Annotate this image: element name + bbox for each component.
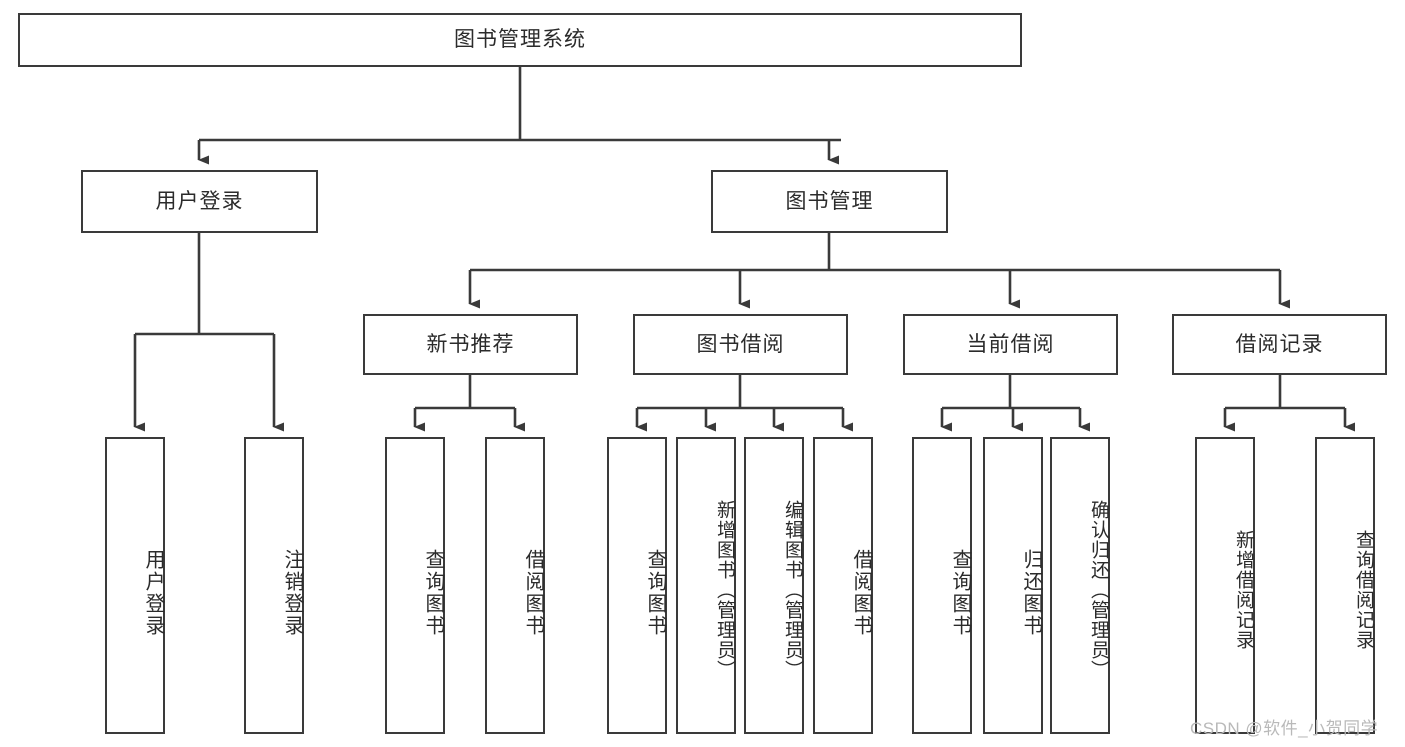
- leaf-query-book-current[interactable]: 查询图书: [912, 437, 972, 734]
- leaf-query-book-recommend[interactable]: 查询图书: [385, 437, 445, 734]
- node-new-book-recommend[interactable]: 新书推荐: [363, 314, 578, 375]
- leaf-borrow-book[interactable]: 借阅图书: [813, 437, 873, 734]
- leaf-borrow-book-recommend[interactable]: 借阅图书: [485, 437, 545, 734]
- leaf-add-borrow-record[interactable]: 新增借阅记录: [1195, 437, 1255, 734]
- node-book-management[interactable]: 图书管理: [711, 170, 948, 233]
- node-current-borrow[interactable]: 当前借阅: [903, 314, 1118, 375]
- leaf-user-login[interactable]: 用户登录: [105, 437, 165, 734]
- leaf-confirm-return-admin[interactable]: 确认归还（管理员）: [1050, 437, 1110, 734]
- leaf-query-book-borrow[interactable]: 查询图书: [607, 437, 667, 734]
- watermark-credit: CSDN @软件_小贺同学: [1190, 719, 1379, 738]
- leaf-logout[interactable]: 注销登录: [244, 437, 304, 734]
- leaf-edit-book-admin[interactable]: 编辑图书（管理员）: [744, 437, 804, 734]
- leaf-return-book[interactable]: 归还图书: [983, 437, 1043, 734]
- leaf-add-book-admin[interactable]: 新增图书（管理员）: [676, 437, 736, 734]
- node-book-borrow[interactable]: 图书借阅: [633, 314, 848, 375]
- node-root-library-system[interactable]: 图书管理系统: [18, 13, 1022, 67]
- node-borrow-record[interactable]: 借阅记录: [1172, 314, 1387, 375]
- node-user-login[interactable]: 用户登录: [81, 170, 318, 233]
- leaf-query-borrow-record[interactable]: 查询借阅记录: [1315, 437, 1375, 734]
